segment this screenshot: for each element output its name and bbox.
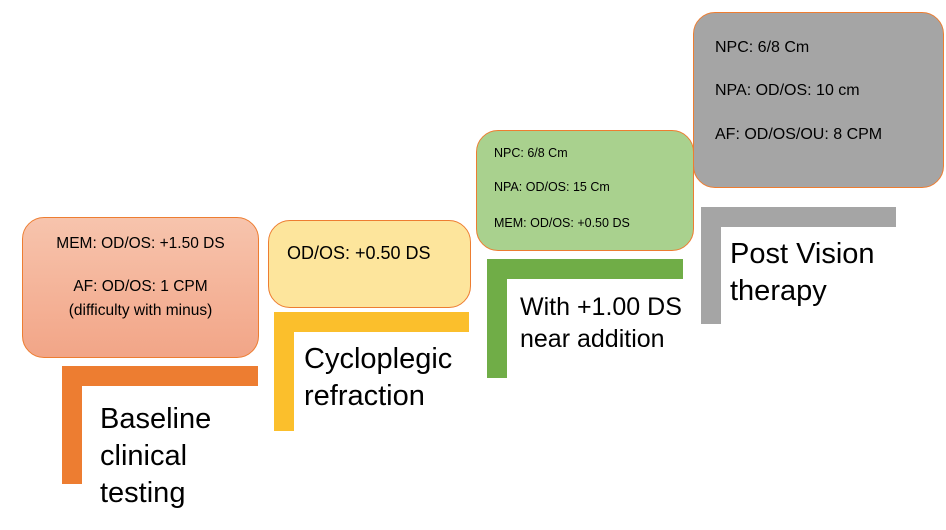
step2-bracket-horizontal xyxy=(274,312,469,332)
step4-details-box: NPC: 6/8 Cm NPA: OD/OS: 10 cm AF: OD/OS/… xyxy=(693,12,944,188)
step1-bracket-horizontal xyxy=(62,366,258,386)
step4-label-line: Post Vision xyxy=(730,238,875,270)
step1-label-line: testing xyxy=(100,477,186,509)
step4-label: Post Vision therapy xyxy=(730,236,875,310)
step1-bracket-vertical xyxy=(62,366,82,484)
step1-detail-mem: MEM: OD/OS: +1.50 DS xyxy=(56,235,225,252)
step1-label: Baseline clinical testing xyxy=(100,401,211,512)
step3-detail-npa: NPA: OD/OS: 15 Cm xyxy=(494,180,610,194)
step4-detail-af: AF: OD/OS/OU: 8 CPM xyxy=(715,126,883,143)
step4-detail-npa: NPA: OD/OS: 10 cm xyxy=(715,82,860,99)
step4-bracket-horizontal xyxy=(701,207,896,227)
step2-label: Cycloplegic refraction xyxy=(304,341,452,415)
step2-label-line: refraction xyxy=(304,380,425,412)
step4-label-line: therapy xyxy=(730,275,827,307)
step2-bracket-vertical xyxy=(274,312,294,431)
step1-details-box: MEM: OD/OS: +1.50 DS AF: OD/OS: 1 CPM (d… xyxy=(22,217,259,358)
step2-label-line: Cycloplegic xyxy=(304,343,453,375)
step1-label-line: Baseline xyxy=(100,403,212,435)
step4-detail-npc: NPC: 6/8 Cm xyxy=(715,39,810,56)
step3-label: With +1.00 DS near addition xyxy=(520,291,682,355)
step3-bracket-horizontal xyxy=(487,259,683,279)
step3-details-box: NPC: 6/8 Cm NPA: OD/OS: 15 Cm MEM: OD/OS… xyxy=(476,130,694,251)
step3-detail-mem: MEM: OD/OS: +0.50 DS xyxy=(494,216,630,230)
step2-details-box: OD/OS: +0.50 DS xyxy=(268,220,471,308)
step3-detail-npc: NPC: 6/8 Cm xyxy=(494,146,568,160)
step2-detail-refraction: OD/OS: +0.50 DS xyxy=(287,243,431,263)
step3-label-line: near addition xyxy=(520,325,665,353)
step3-label-line: With +1.00 DS xyxy=(520,293,682,321)
step3-bracket-vertical xyxy=(487,259,507,378)
step1-detail-note: (difficulty with minus) xyxy=(68,302,213,319)
step1-detail-af: AF: OD/OS: 1 CPM xyxy=(73,278,208,295)
step4-bracket-vertical xyxy=(701,207,721,324)
step1-label-line: clinical xyxy=(100,440,188,472)
